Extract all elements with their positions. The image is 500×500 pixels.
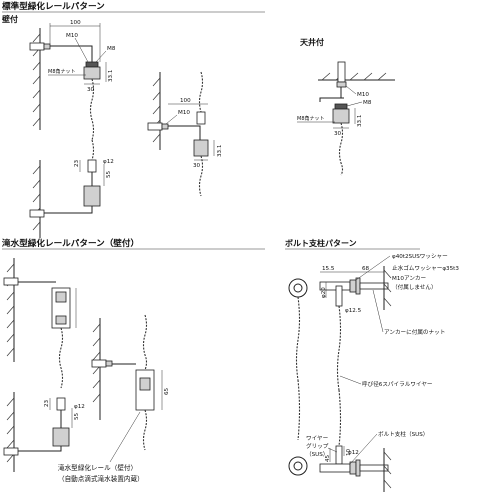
label-m8-ceiling: M8: [363, 100, 372, 106]
dim-45: 45: [325, 454, 331, 462]
spiral-wire: [295, 296, 301, 381]
section-bolt: ボルト支柱パターン 15.5 68 φ20 φ12.5 φ40t2SUSワッシャ…: [285, 238, 459, 492]
anchor-bolt: [3, 447, 19, 456]
label-m10-ceiling: M10: [357, 92, 369, 98]
label-phi12-flood: φ12: [74, 404, 85, 410]
section-title-standard: 標準型緑化レールパターン: [2, 0, 105, 12]
l-bracket: [50, 45, 93, 62]
eye-ring-bottom: [288, 456, 308, 476]
ceiling-anchor: [337, 61, 346, 83]
anchor-bolt: [147, 122, 163, 131]
flood-rail-caption-2: （自動点滴式滝水装置内蔵）: [58, 474, 144, 483]
wire-grip: [87, 159, 97, 173]
label-m10: M10: [66, 33, 78, 39]
dim-100: 100: [70, 20, 81, 26]
ceiling-bracket: [319, 87, 344, 102]
dim-30: 30: [87, 87, 95, 93]
dim-55-flood: 55: [74, 412, 80, 420]
dim-55: 55: [106, 170, 112, 178]
tension-weight: [83, 185, 101, 207]
label-bolt-post: ボルト支柱（SUS）: [378, 430, 428, 438]
label-m8-nut-ceiling: M8角ナット: [297, 115, 325, 122]
anchor-bolt: [29, 209, 45, 218]
m8-square-nut: [85, 61, 99, 68]
hex-nut: [43, 43, 51, 50]
wire-grip: [335, 445, 343, 465]
bolt-post-bottom: [319, 463, 351, 473]
eye-ring-top: [288, 278, 308, 298]
hex-nut: [336, 81, 347, 88]
anchor-m10: [359, 282, 389, 290]
dim-phi20: φ20: [321, 287, 327, 298]
l-bracket: [44, 206, 93, 214]
flood-rail-caption-1: 滝水型緑化レール（壁付）: [58, 463, 137, 472]
anchor-bolt: [91, 359, 107, 368]
dim-15-5: 15.5: [322, 266, 335, 272]
label-m10-b: M10: [178, 110, 190, 116]
label-m8: M8: [107, 46, 116, 52]
label-wire-grip-2: グリップ: [306, 442, 329, 450]
dim-33-1: 33.1: [108, 69, 114, 82]
dim-10: 10: [346, 448, 352, 456]
wire-grip: [196, 111, 206, 125]
label-anchor-nut: アンカーに付属のナット: [384, 328, 445, 336]
wire-grip: [56, 397, 66, 411]
m8-square-nut: [334, 103, 348, 110]
spiral-wire: [89, 78, 95, 141]
section-title-ceiling: 天井付: [300, 37, 324, 47]
dim-65: 65: [164, 387, 170, 395]
detail-wall-bracket-a: 100 M10 M8 M8角ナット 30 33.1: [29, 20, 116, 141]
anchor-bolt: [29, 42, 45, 51]
label-phi12: φ12: [103, 159, 114, 165]
dim-68: 68: [362, 266, 370, 272]
section-ceiling: 天井付 M10 M8 M8角ナット 30 33.1: [297, 37, 395, 176]
label-phi12-bolt: φ12: [348, 450, 359, 456]
detail-wall-bottom: 23 55 φ12: [29, 139, 114, 238]
label-wire-grip-3: （SUS）: [306, 451, 328, 458]
dim-23-flood: 23: [44, 399, 50, 407]
detail-wall-bracket-b: 100 M10 30 33.1: [147, 71, 223, 197]
dim-33-1-ceiling: 33.1: [357, 114, 363, 127]
rail-clamp: [83, 66, 101, 80]
dim-30-ceiling: 30: [334, 131, 342, 137]
label-spiral-wire: 呼び径6スパイラルワイヤー: [362, 380, 433, 388]
label-washer-rubber: 止水ゴムワッシャーφ35t3: [392, 264, 459, 272]
dim-30-b: 30: [193, 163, 201, 169]
anchor-bolt: [3, 277, 19, 286]
section-standard: 標準型緑化レールパターン 壁付 100 M10 M8: [2, 0, 265, 238]
dim-100-b: 100: [180, 98, 191, 104]
label-m8-nut: M8角ナット: [48, 68, 76, 75]
section-flood: 滝水型緑化レールパターン（壁付） 65: [2, 237, 265, 483]
label-wire-grip-1: ワイヤー: [306, 435, 329, 442]
section-title-flood: 滝水型緑化レールパターン（壁付）: [2, 237, 139, 249]
spiral-wire: [338, 122, 344, 176]
dim-23: 23: [74, 159, 80, 167]
rail-clamp: [193, 139, 209, 157]
hex-nut: [161, 123, 169, 130]
label-anchor-note: （付属しません）: [392, 283, 437, 291]
dim-33-1-b: 33.1: [217, 144, 223, 157]
section-sub-wall: 壁付: [2, 14, 18, 24]
tension-weight: [52, 427, 70, 447]
spiral-wire: [58, 327, 64, 389]
rail-clamp: [332, 108, 350, 124]
spiral-wire: [198, 71, 204, 123]
label-anchor-m10: M10アンカー: [392, 275, 427, 282]
section-title-bolt: ボルト支柱パターン: [285, 238, 357, 248]
label-phi12-5: φ12.5: [345, 308, 362, 314]
wire-grip: [335, 285, 343, 307]
label-washer-sus: φ40t2SUSワッシャー: [392, 253, 448, 260]
l-bracket: [168, 125, 201, 140]
